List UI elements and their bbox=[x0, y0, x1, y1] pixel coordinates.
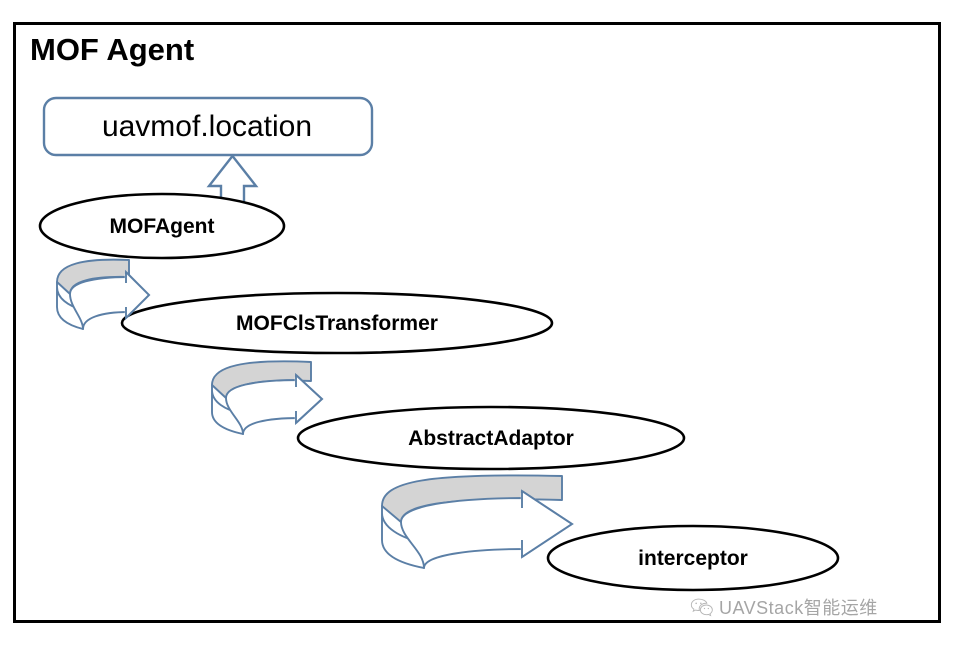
curved-arrow-3 bbox=[381, 474, 574, 569]
node-label-mof-cls-transformer: MOFClsTransformer bbox=[236, 312, 438, 335]
uavmof-location-box[interactable] bbox=[42, 96, 374, 157]
node-label-interceptor: interceptor bbox=[638, 547, 748, 570]
uavmof-location-label: uavmof.location bbox=[101, 110, 313, 143]
watermark-text: UAVStack智能运维 bbox=[719, 598, 878, 618]
wechat-icon bbox=[690, 598, 713, 617]
curved-arrow-2 bbox=[211, 360, 324, 435]
node-label-mof-agent: MOFAgent bbox=[109, 215, 215, 238]
node-abstract-adaptor[interactable] bbox=[296, 405, 686, 471]
node-mof-agent[interactable] bbox=[38, 192, 286, 260]
node-interceptor[interactable] bbox=[546, 524, 840, 592]
watermark: UAVStack智能运维 bbox=[690, 594, 878, 620]
curved-arrow-1 bbox=[56, 258, 151, 330]
node-label-abstract-adaptor: AbstractAdaptor bbox=[408, 427, 574, 450]
node-mof-cls-transformer[interactable] bbox=[120, 291, 554, 355]
page-title: MOF Agent bbox=[30, 32, 195, 67]
